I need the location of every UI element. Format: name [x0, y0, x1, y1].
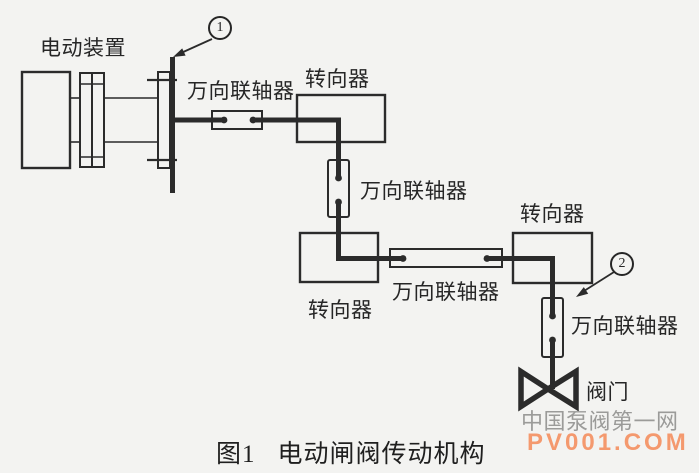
- motor-assembly: [20, 57, 177, 193]
- callout-2-leader: [583, 271, 615, 292]
- shaft-run-2: [255, 117, 341, 176]
- label-diverter-1: 转向器: [305, 67, 370, 91]
- joint-dot: [549, 336, 556, 344]
- callout-2-arrowhead: [576, 287, 589, 297]
- label-coupling-3: 万向联轴器: [392, 280, 500, 304]
- callout-1-leader: [180, 38, 213, 54]
- coupling-3-sleeve: [389, 248, 503, 268]
- coupling-4-sleeve: [541, 297, 564, 358]
- shaft-run-4: [489, 256, 555, 314]
- coupling-sleeves: [211, 110, 564, 358]
- figure-caption: 图1 电动闸阀传动机构: [216, 434, 486, 470]
- motor-body: [20, 70, 72, 170]
- watermark-site-name: 中国泵阀第一网: [521, 409, 679, 434]
- watermark-site-url: PV001.COM: [527, 429, 689, 456]
- label-diverter-2: 转向器: [308, 298, 373, 322]
- joint-dot: [399, 255, 407, 262]
- coupling-2-sleeve: [327, 159, 350, 218]
- joint-dot: [335, 174, 342, 182]
- mount-plate: [157, 71, 171, 169]
- joint-dot: [335, 198, 342, 206]
- callout-1-arrowhead: [173, 48, 186, 57]
- valve-symbol: [518, 366, 579, 412]
- shaft-run-3: [336, 204, 401, 261]
- label-coupling-2: 万向联轴器: [360, 179, 468, 203]
- motor-flange-b: [91, 72, 105, 168]
- callout-1-badge: 1: [208, 16, 232, 40]
- callout-arrows: [173, 38, 615, 297]
- valve-right-triangle: [542, 366, 579, 412]
- callout-2-badge: 2: [610, 252, 634, 276]
- drive-shafts: [172, 117, 555, 389]
- label-coupling-4: 万向联轴器: [571, 314, 679, 338]
- motor-flange-a: [79, 72, 93, 168]
- label-motor: 电动装置: [40, 36, 126, 60]
- figure-caption-title: 电动闸阀传动机构: [277, 441, 486, 468]
- coupling-1-sleeve: [211, 110, 263, 130]
- joint-dot: [220, 116, 228, 124]
- label-diverter-3: 转向器: [520, 202, 585, 226]
- figure-caption-number: 图1: [216, 441, 256, 468]
- label-valve: 阀门: [586, 380, 629, 404]
- label-coupling-1: 万向联轴器: [187, 79, 295, 103]
- joint-dot: [249, 116, 257, 124]
- joint-dot: [549, 312, 556, 320]
- joint-dot: [483, 255, 491, 262]
- valve-left-triangle: [518, 366, 554, 412]
- joint-dots: [220, 116, 556, 344]
